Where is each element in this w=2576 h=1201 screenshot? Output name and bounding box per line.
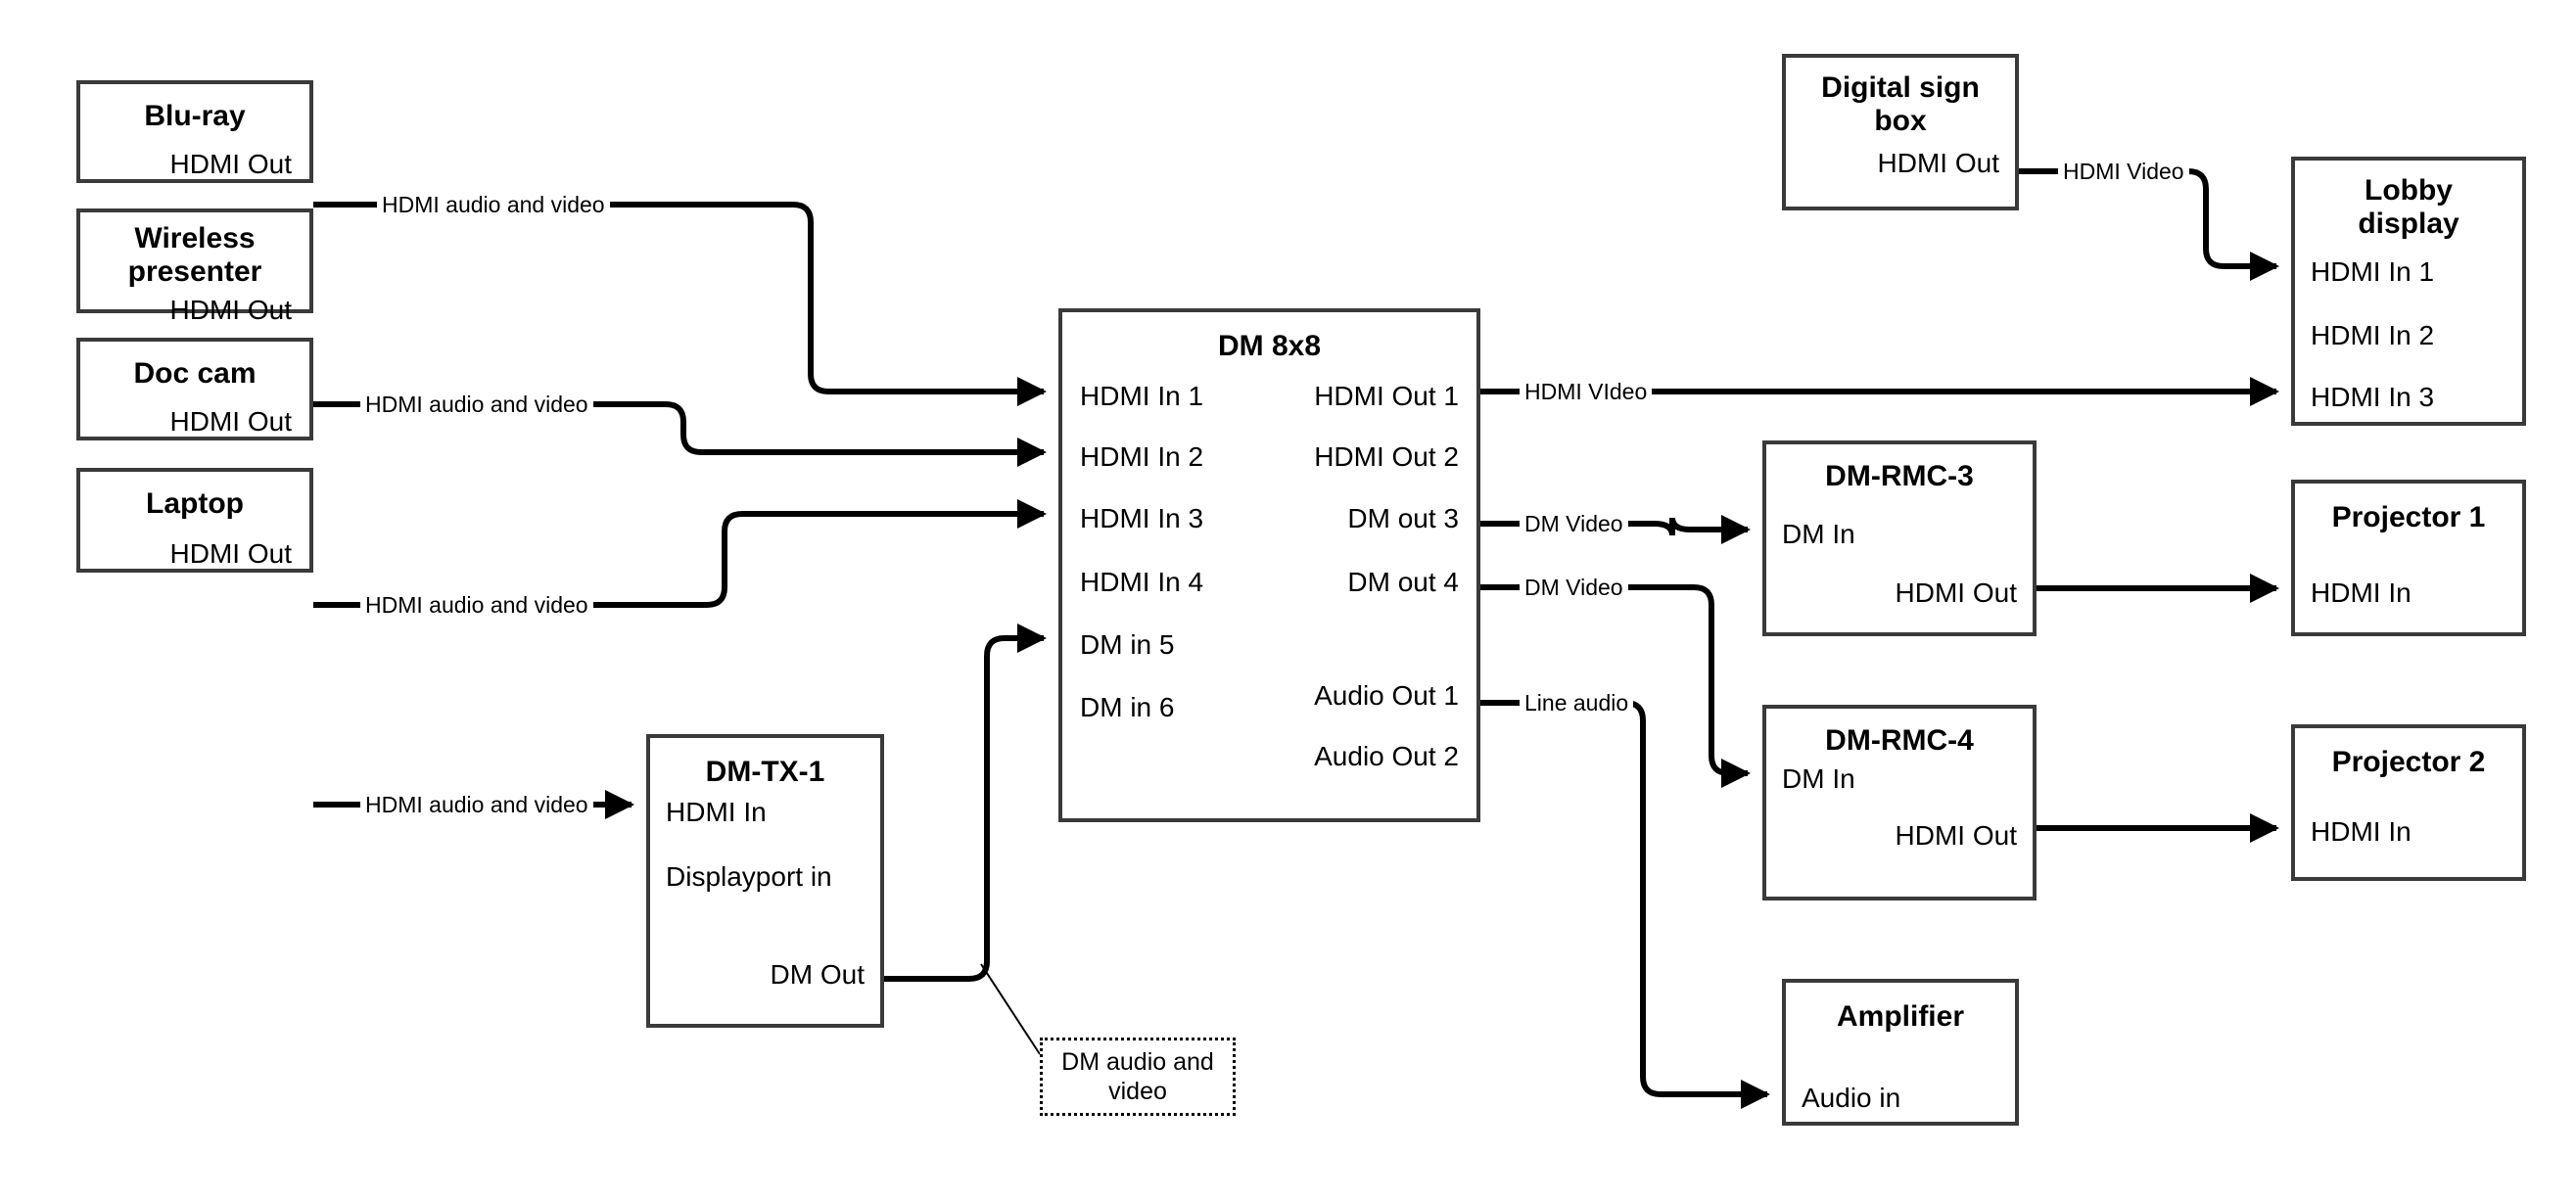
dm-8x8-input-hdmi-in-1[interactable]: HDMI In 1	[1080, 381, 1204, 411]
dm-tx-1-port-dm-out[interactable]: DM Out	[770, 959, 865, 990]
wire-label-doccam: HDMI audio and video	[360, 594, 593, 617]
dm-rmc-4-port-dm-in[interactable]: DM In	[1782, 763, 1855, 794]
bluray-title: Blu-ray	[144, 100, 246, 132]
dm-8x8-output-dm-out-3[interactable]: DM out 3	[1347, 503, 1459, 533]
node-projector-2[interactable]: Projector 2 HDMI In	[2291, 724, 2526, 881]
dm-rmc-3-port-dm-in[interactable]: DM In	[1782, 519, 1855, 549]
wireless-presenter-port-hdmi-out[interactable]: HDMI Out	[169, 295, 292, 325]
dm-8x8-title: DM 8x8	[1217, 330, 1322, 362]
wire-label-bluray: HDMI audio and video	[377, 194, 610, 216]
wire-label-hdmi-video-out1: HDMI VIdeo	[1520, 381, 1653, 403]
dm-8x8-input-hdmi-in-4[interactable]: HDMI In 4	[1080, 567, 1204, 597]
node-digital-sign-box[interactable]: Digital sign box HDMI Out	[1782, 54, 2019, 210]
node-dm-8x8[interactable]: DM 8x8 HDMI In 1 HDMI In 2 HDMI In 3 HDM…	[1058, 308, 1480, 822]
wire-label-laptop: HDMI audio and video	[360, 794, 593, 816]
dm-8x8-input-dm-in-5[interactable]: DM in 5	[1080, 629, 1175, 660]
node-lobby-display[interactable]: Lobby display HDMI In 1 HDMI In 2 HDMI I…	[2291, 157, 2526, 426]
lobby-display-input-hdmi-in-2[interactable]: HDMI In 2	[2311, 320, 2435, 350]
node-laptop[interactable]: Laptop HDMI Out	[76, 468, 313, 573]
digital-sign-box-port-hdmi-out[interactable]: HDMI Out	[1877, 148, 1999, 178]
node-dm-rmc-4[interactable]: DM-RMC-4 DM In HDMI Out	[1762, 705, 2037, 901]
callout-dm-audio-video: DM audio and video	[1040, 1038, 1236, 1116]
amplifier-port-audio-in[interactable]: Audio in	[1802, 1083, 1901, 1113]
node-amplifier[interactable]: Amplifier Audio in	[1782, 979, 2019, 1126]
dm-rmc-4-title: DM-RMC-4	[1825, 724, 1974, 757]
wireless-presenter-title-line1: Wireless	[134, 222, 256, 254]
bluray-port-hdmi-out[interactable]: HDMI Out	[169, 149, 292, 179]
doc-cam-title: Doc cam	[133, 357, 257, 390]
digital-sign-box-title-line2: box	[1874, 105, 1927, 137]
dm-tx-1-port-hdmi-in[interactable]: HDMI In	[666, 797, 767, 827]
dm-8x8-input-dm-in-6[interactable]: DM in 6	[1080, 692, 1175, 722]
lobby-display-title-line2: display	[2358, 208, 2459, 240]
node-bluray[interactable]: Blu-ray HDMI Out	[76, 80, 313, 183]
lobby-display-title-line1: Lobby	[2365, 174, 2453, 207]
doc-cam-port-hdmi-out[interactable]: HDMI Out	[169, 406, 292, 437]
dm-rmc-4-port-hdmi-out[interactable]: HDMI Out	[1895, 820, 2017, 851]
laptop-title: Laptop	[146, 487, 244, 520]
dm-8x8-output-dm-out-4[interactable]: DM out 4	[1347, 567, 1459, 597]
node-dm-tx-1[interactable]: DM-TX-1 HDMI In Displayport in DM Out	[646, 734, 884, 1028]
digital-sign-box-title-line1: Digital sign	[1821, 71, 1980, 104]
callout-leader-line	[980, 963, 1041, 1055]
dm-8x8-output-audio-out-2[interactable]: Audio Out 2	[1314, 741, 1459, 771]
callout-text: DM audio and video	[1061, 1048, 1214, 1105]
lobby-display-input-hdmi-in-1[interactable]: HDMI In 1	[2311, 256, 2435, 287]
wire-label-dm-video-4: DM Video	[1520, 577, 1628, 599]
lobby-display-input-hdmi-in-3[interactable]: HDMI In 3	[2311, 382, 2435, 412]
wire-dm8x8-audioout1-to-amplifier	[1480, 700, 1770, 1109]
dm-8x8-output-hdmi-out-2[interactable]: HDMI Out 2	[1314, 441, 1459, 472]
node-projector-1[interactable]: Projector 1 HDMI In	[2291, 480, 2526, 636]
node-doc-cam[interactable]: Doc cam HDMI Out	[76, 338, 313, 440]
wire-label-wireless: HDMI audio and video	[360, 393, 593, 416]
dm-tx-1-title: DM-TX-1	[705, 756, 825, 788]
projector-1-port-hdmi-in[interactable]: HDMI In	[2311, 577, 2412, 608]
dm-tx-1-port-displayport-in[interactable]: Displayport in	[666, 861, 832, 892]
dm-8x8-output-audio-out-1[interactable]: Audio Out 1	[1314, 680, 1459, 711]
wireless-presenter-title-line2: presenter	[127, 255, 262, 288]
projector-2-title: Projector 2	[2331, 746, 2486, 778]
wire-dm8x8-dmout4-to-rmc4	[1480, 584, 1751, 788]
wire-label-line-audio: Line audio	[1520, 692, 1634, 715]
projector-2-port-hdmi-in[interactable]: HDMI In	[2311, 816, 2412, 847]
wire-label-dm-video-3: DM Video	[1520, 513, 1628, 535]
wire-sign-to-lobby	[2019, 168, 2279, 281]
projector-1-title: Projector 1	[2331, 501, 2486, 533]
node-dm-rmc-3[interactable]: DM-RMC-3 DM In HDMI Out	[1762, 440, 2037, 636]
dm-8x8-output-hdmi-out-1[interactable]: HDMI Out 1	[1314, 381, 1459, 411]
laptop-port-hdmi-out[interactable]: HDMI Out	[169, 538, 292, 569]
dm-rmc-3-title: DM-RMC-3	[1825, 460, 1974, 492]
wire-dmtx1-to-dm8x8	[884, 624, 1047, 982]
node-wireless-presenter[interactable]: Wireless presenter HDMI Out	[76, 208, 313, 324]
dm-rmc-3-port-hdmi-out[interactable]: HDMI Out	[1895, 577, 2017, 608]
amplifier-title: Amplifier	[1836, 1000, 1965, 1033]
wire-bluray-to-dm8x8	[313, 202, 1047, 406]
wire-label-hdmi-video-sign: HDMI Video	[2058, 161, 2189, 183]
dm-8x8-input-hdmi-in-3[interactable]: HDMI In 3	[1080, 503, 1204, 533]
dm-8x8-input-hdmi-in-2[interactable]: HDMI In 2	[1080, 441, 1204, 472]
